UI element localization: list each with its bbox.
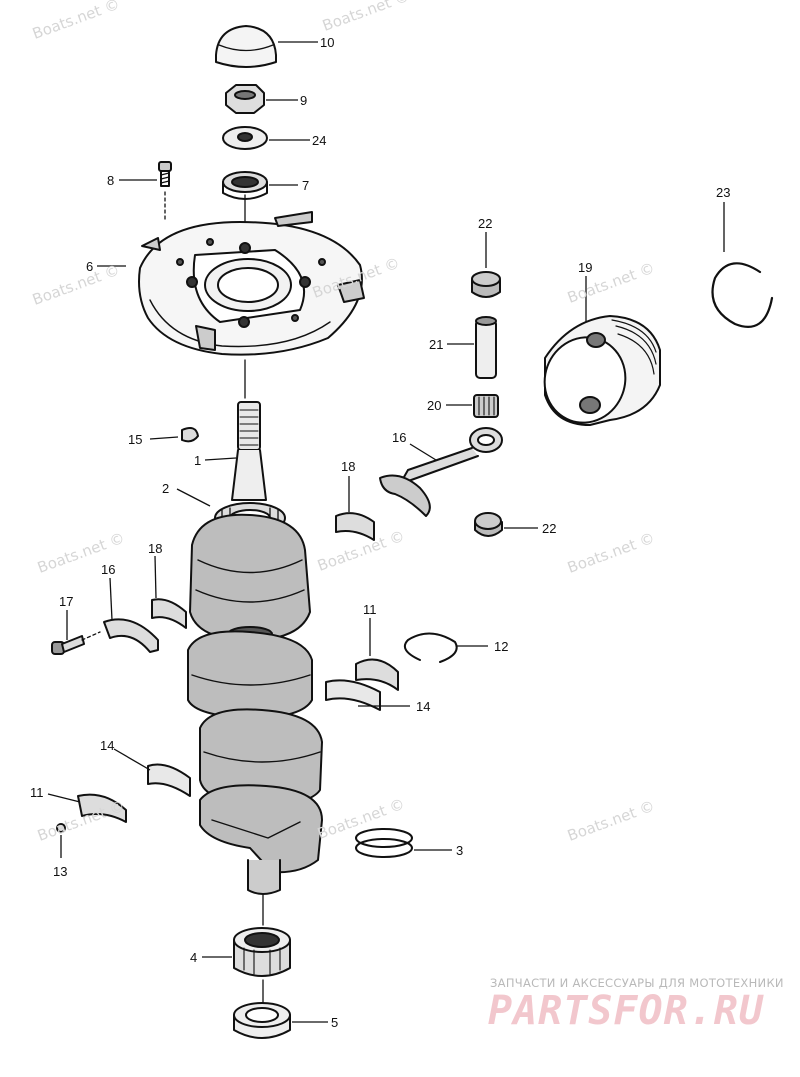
callout-18: 18 [148,541,162,556]
part-22-bushing-lower [474,512,503,537]
callout-16: 16 [101,562,115,577]
part-5-seal [233,1002,291,1039]
callout-8: 8 [107,173,114,188]
callout-20: 20 [427,398,441,413]
callout-10: 10 [320,35,334,50]
part-8-bolt [158,161,172,223]
callout-12: 12 [494,639,508,654]
part-22-bushing-top [471,271,501,298]
part-14-bearing-upper [325,679,381,711]
part-4-roller-bearing [233,927,291,977]
callout-3: 3 [456,843,463,858]
part-23-piston-ring [711,262,774,328]
part-13-ball [56,823,66,833]
leader-lines [47,41,725,1023]
part-3-ring [355,828,413,858]
part-12-retaining-ring [404,632,458,663]
callout-6: 6 [86,259,93,274]
part-16-connecting-rod [379,427,503,517]
callout-labels: 10 9 24 8 7 6 23 22 19 21 20 16 15 1 18 … [30,35,730,1030]
part-11-retainer-lower [77,793,127,823]
callout-5: 5 [331,1015,338,1030]
callout-14: 14 [100,738,114,753]
callout-13: 13 [53,864,67,879]
callout-9: 9 [300,93,307,108]
callout-22: 22 [478,216,492,231]
callout-14: 14 [416,699,430,714]
callout-23: 23 [716,185,730,200]
callout-15: 15 [128,432,142,447]
part-14-bearing-lower [147,763,191,797]
callout-11: 11 [30,785,44,800]
part-24-washer [222,126,268,150]
part-1-crankshaft [187,401,323,895]
callout-4: 4 [190,950,197,965]
callout-22: 22 [542,521,556,536]
part-20-needle-bearing [473,394,499,418]
part-9-nut [225,84,265,114]
part-18-bearing-upper [335,512,375,541]
part-15-key [181,427,199,443]
part-11-retainer-upper [355,658,399,691]
part-17-screw [51,631,101,655]
part-7-seal [222,171,268,200]
part-18-bearing-lower [151,598,187,629]
callout-1: 1 [194,453,201,468]
callout-18: 18 [341,459,355,474]
part-10-cap [215,25,277,68]
part-21-piston-pin [475,316,497,379]
callout-16: 16 [392,430,406,445]
part-6-bearing-plate [138,211,365,356]
callout-21: 21 [429,337,443,352]
callout-7: 7 [302,178,309,193]
part-19-piston [543,315,661,426]
callout-24: 24 [312,133,326,148]
brand-logo: PARTSFOR.RU [488,988,764,1034]
callout-2: 2 [162,481,169,496]
callout-11: 11 [363,602,377,617]
callout-17: 17 [59,594,73,609]
brand-subtitle: ЗАПЧАСТИ И АКСЕССУАРЫ ДЛЯ МОТОТЕХНИКИ [490,976,784,990]
part-16-rod-cap [103,618,159,653]
callout-19: 19 [578,260,592,275]
